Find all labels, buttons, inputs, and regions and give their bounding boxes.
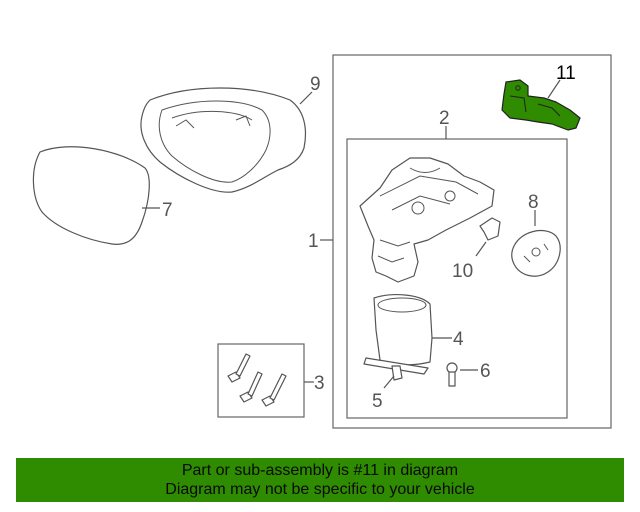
leader-line-10 xyxy=(475,241,487,257)
callout-5: 5 xyxy=(372,391,383,412)
callout-11-highlighted: 11 xyxy=(556,63,576,84)
part-info-banner: Part or sub-assembly is #11 in diagram D… xyxy=(16,458,624,502)
leader-line-5 xyxy=(383,375,395,389)
actuator-assembly-part[interactable] xyxy=(359,157,495,283)
clip-part[interactable] xyxy=(479,217,501,241)
bolts-part[interactable] xyxy=(227,353,287,407)
callout-3: 3 xyxy=(314,373,325,394)
banner-line-part: Part or sub-assembly is #11 in diagram xyxy=(181,462,459,479)
assembly-box-outline xyxy=(332,54,612,429)
mirror-glass-part[interactable] xyxy=(32,146,150,245)
bracket-part[interactable] xyxy=(363,357,429,381)
callout-1: 1 xyxy=(308,231,319,252)
cover-part[interactable] xyxy=(373,294,433,366)
callout-7: 7 xyxy=(162,200,173,221)
leader-line-11 xyxy=(547,79,561,99)
callout-2: 2 xyxy=(439,108,450,129)
callout-6: 6 xyxy=(480,361,491,382)
motor-cover-part[interactable] xyxy=(511,229,561,277)
mirror-housing-part[interactable] xyxy=(140,87,307,193)
screw-part[interactable] xyxy=(446,362,458,387)
callout-4: 4 xyxy=(453,329,464,350)
mirror-base-part-highlighted[interactable] xyxy=(501,79,581,131)
bolt-box-outline xyxy=(217,343,305,418)
banner-line-disclaimer: Diagram may not be specific to your vehi… xyxy=(165,481,475,498)
callout-8: 8 xyxy=(528,192,539,213)
callout-10: 10 xyxy=(452,261,473,282)
callout-9: 9 xyxy=(310,74,321,95)
leader-line-9 xyxy=(299,91,313,105)
sub-assembly-box-outline xyxy=(346,138,568,419)
